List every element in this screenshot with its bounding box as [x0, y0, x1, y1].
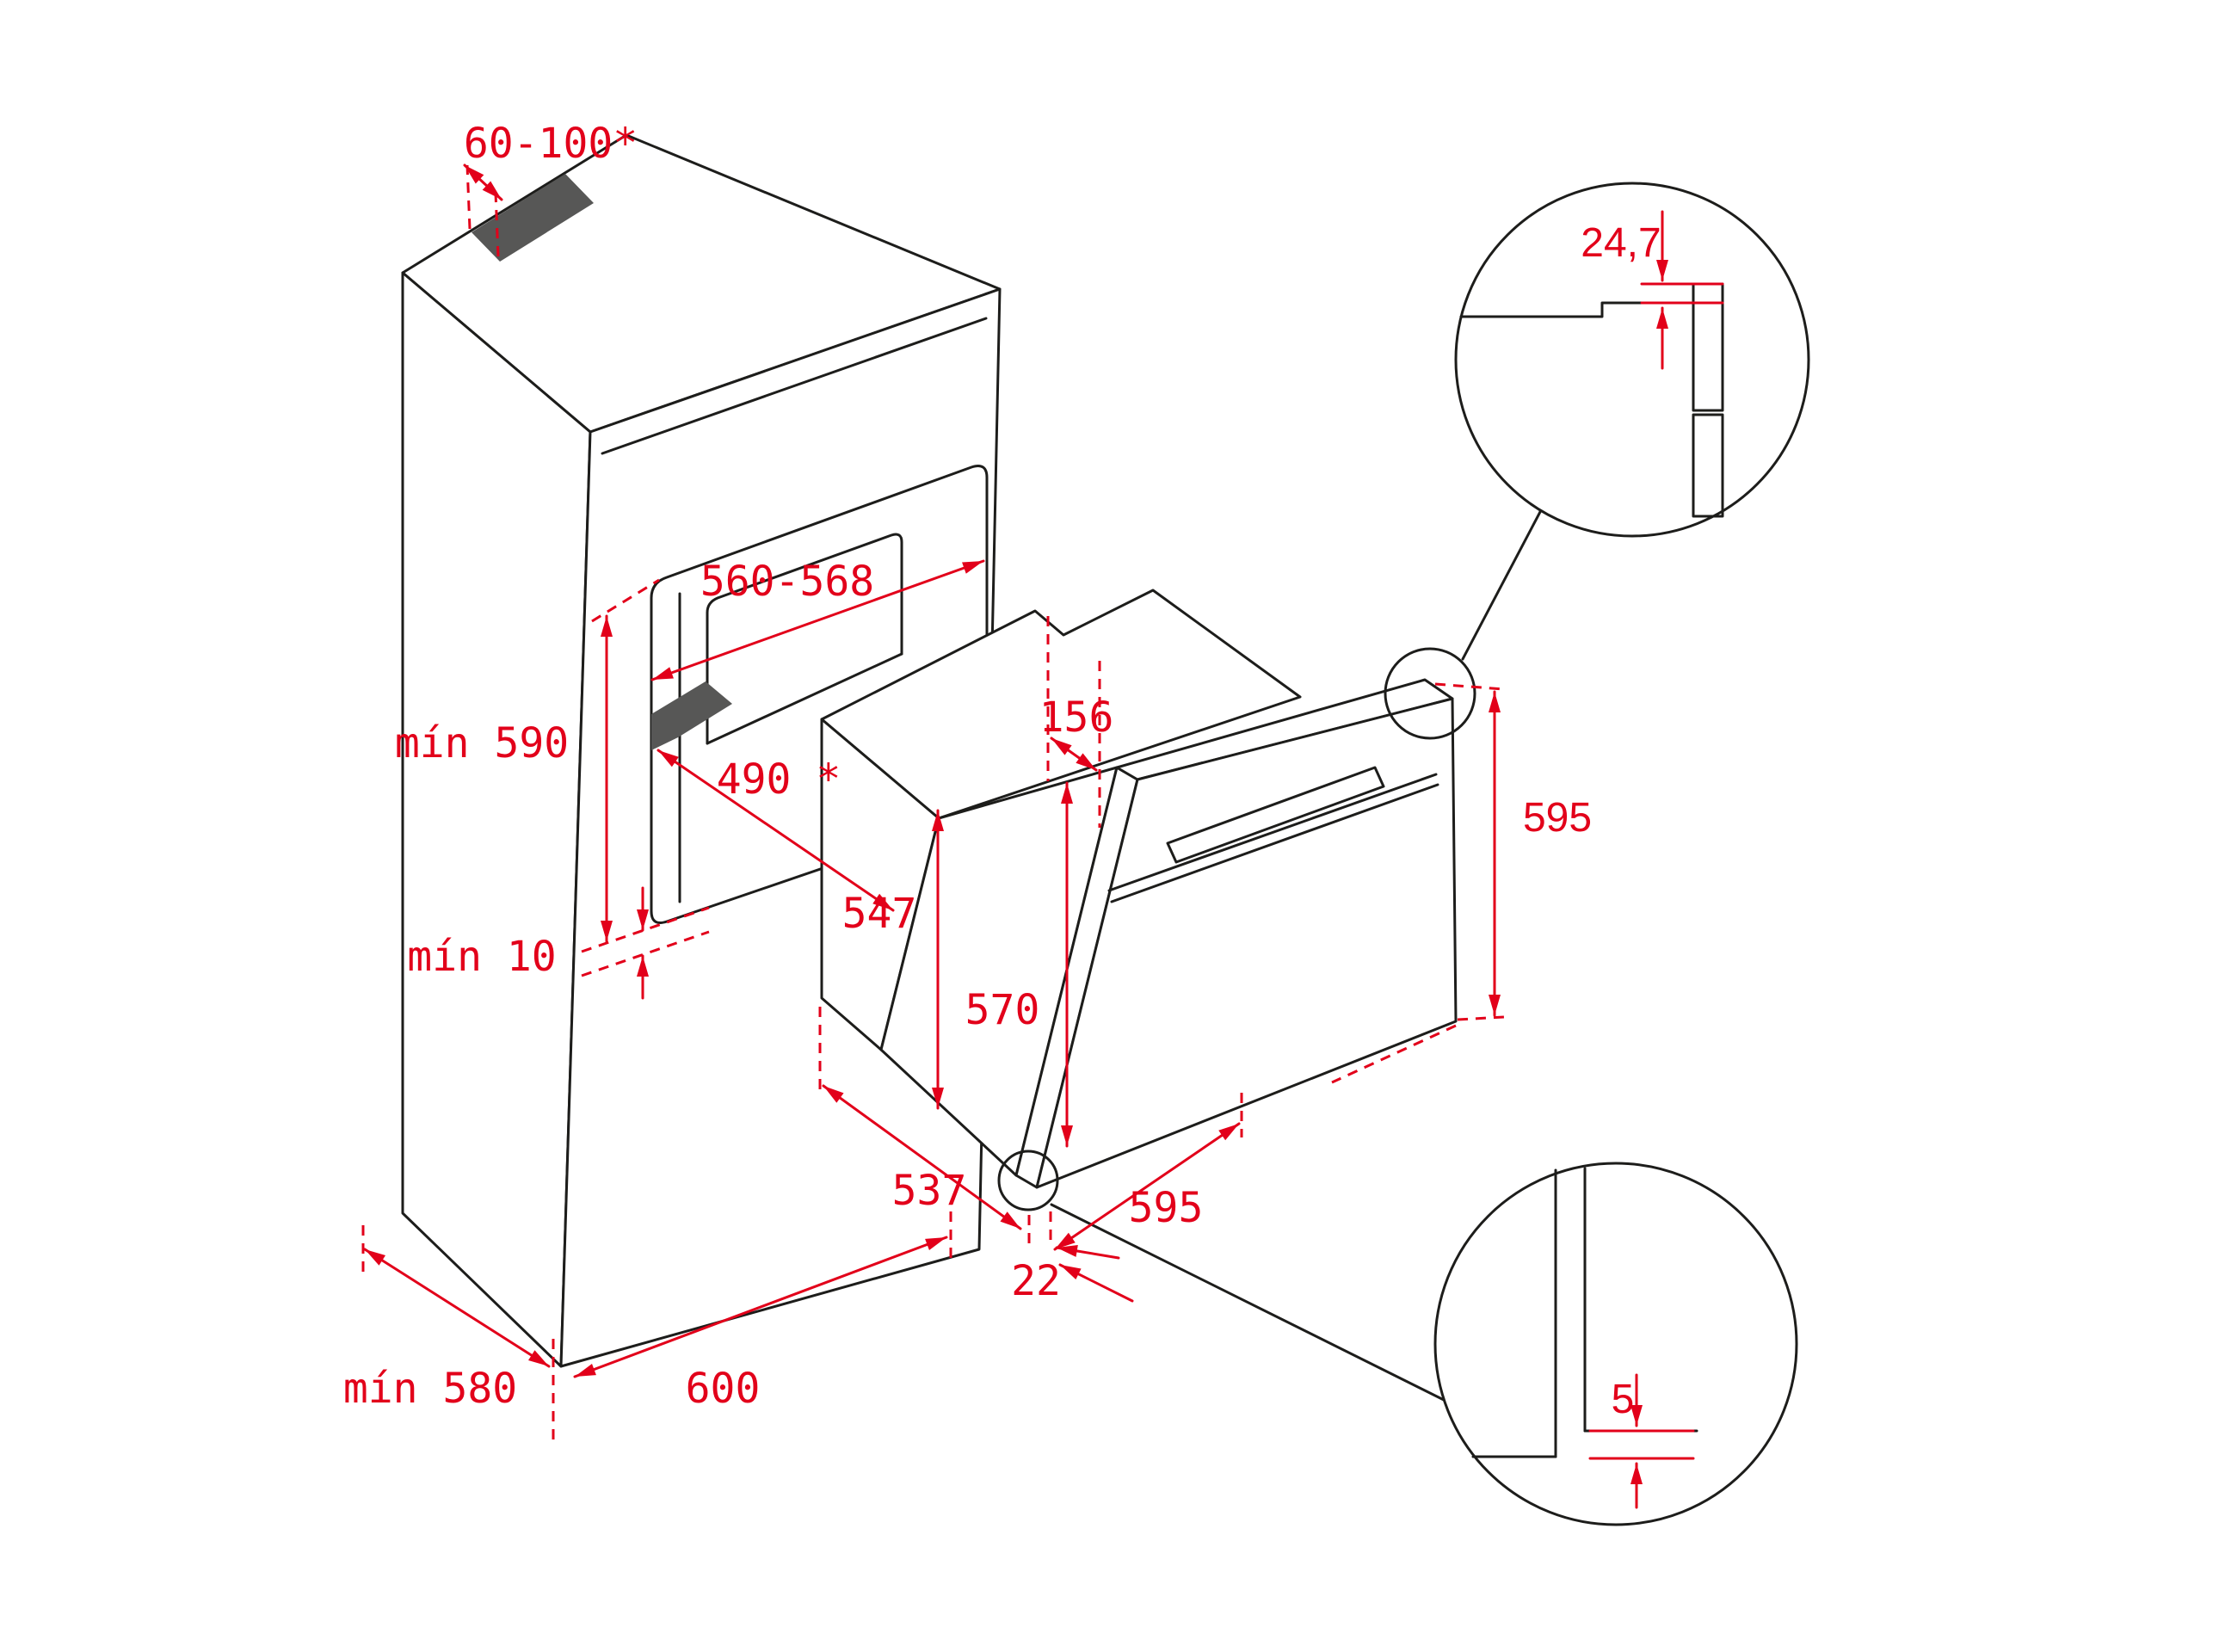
dim-niche-depth-label: 490 *: [717, 755, 841, 804]
dim-oven-front-height: 570: [965, 781, 1073, 1148]
dim-door-thickness-label: 22: [1011, 1257, 1061, 1305]
callout-line-top: [1461, 509, 1543, 661]
niche-shelf-shaded: [651, 681, 732, 750]
dim-oven-body-depth: 537: [818, 1007, 1022, 1230]
dim-oven-body-depth-label: 537: [892, 1167, 967, 1215]
dim-oven-total-height: 595: [1331, 682, 1592, 1084]
dim-oven-body-height: 547: [842, 809, 944, 1110]
dim-oven-notch-label: 156: [1039, 693, 1114, 742]
oven-control-panel-line-1: [1107, 773, 1438, 892]
dim-door-thickness: 22: [1011, 1211, 1134, 1305]
cabinet-left-face: [401, 271, 592, 1368]
dim-oven-width: 595: [1053, 1093, 1243, 1251]
detail-top-shelf-step: [1459, 301, 1650, 318]
dim-oven-front-height-label: 570: [965, 986, 1040, 1034]
dim-cabinet-depth: mín 580: [343, 1225, 555, 1446]
dim-niche-depth: 490 *: [657, 749, 895, 912]
dimensions: 60-100* 560-568 mín 590 mín 10 490 *: [343, 120, 1592, 1446]
dim-oven-width-label: 595: [1129, 1184, 1204, 1232]
callout-line-bottom: [1050, 1203, 1454, 1406]
oven-control-panel-line-2: [1110, 783, 1439, 903]
dim-gap-below-niche: mín 10: [407, 886, 710, 1000]
dim-cabinet-width-label: 600: [686, 1365, 761, 1413]
dim-niche-height: mín 590: [395, 578, 660, 943]
dim-oven-body-height-label: 547: [842, 890, 917, 938]
oven-top-corner-marker-circle: [1384, 647, 1476, 740]
dim-niche-height-label: mín 590: [395, 719, 569, 767]
detail-circle-bottom: [1433, 1162, 1798, 1526]
dim-niche-width-label: 560-568: [700, 558, 874, 606]
detail-top-overlap: 24,7: [1454, 182, 1810, 538]
dim-vent-width-label: 60-100*: [464, 120, 638, 168]
detail-bottom-gap: 5: [1433, 1162, 1798, 1526]
dim-niche-width: 560-568: [650, 558, 985, 681]
dim-gap-below-niche-label: mín 10: [407, 933, 556, 981]
cabinet-front-inner-edge: [601, 317, 988, 455]
cabinet-vent-cutout: [472, 174, 594, 262]
detail-callouts: 24,7 5: [997, 182, 1810, 1526]
dim-vent-width: 60-100*: [463, 120, 638, 257]
dim-oven-total-height-label: 595: [1523, 795, 1592, 841]
dim-cabinet-width: 600: [573, 1211, 952, 1413]
dim-bottom-gap-label: 5: [1612, 1377, 1635, 1422]
detail-top-door-edge-lower: [1692, 413, 1724, 518]
oven-handle-slot: [1166, 766, 1385, 864]
detail-circle-top: [1454, 182, 1810, 538]
dim-oven-notch: 156: [1039, 616, 1114, 828]
dim-top-overlap-label: 24,7: [1581, 220, 1661, 266]
dim-cabinet-depth-label: mín 580: [343, 1365, 517, 1413]
